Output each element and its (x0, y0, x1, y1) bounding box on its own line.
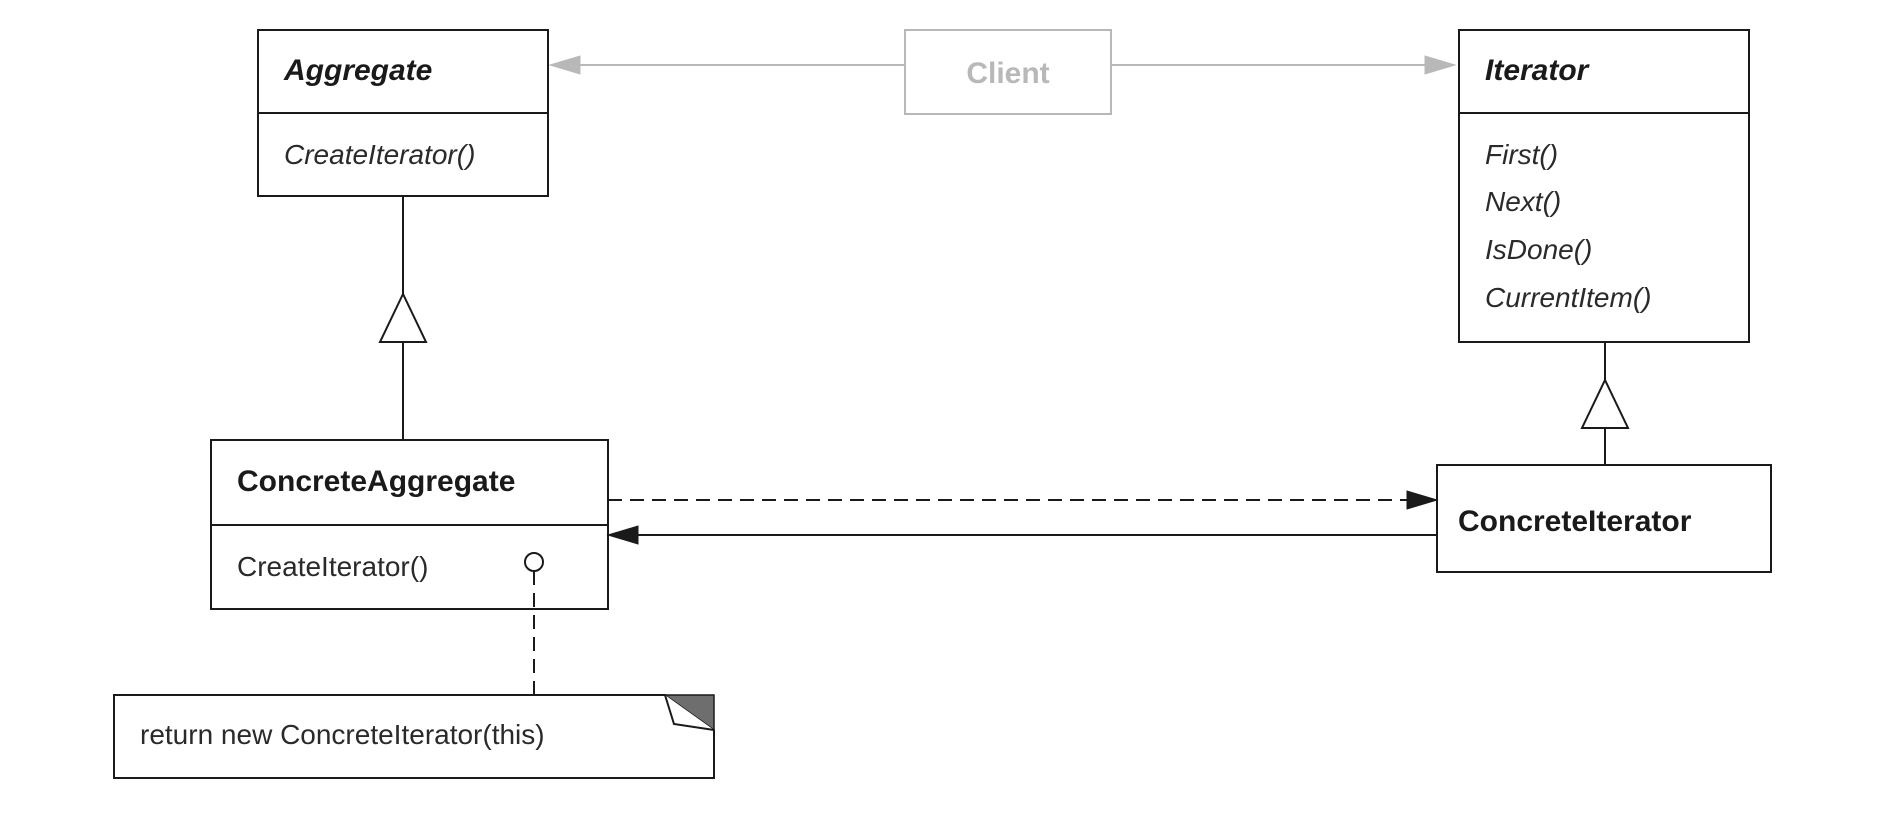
iterator-op-current-item: CurrentItem() (1485, 282, 1651, 313)
iterator-inheritance-triangle (1580, 377, 1630, 429)
iterator-class-name: Iterator (1485, 54, 1591, 87)
inheritance-concrete-iterator-to-iterator (1580, 342, 1630, 465)
aggregate-op-create-iterator: CreateIterator() (284, 139, 475, 170)
note-anchor-circle (524, 552, 544, 572)
concrete-aggregate-op-create-iterator: CreateIterator() (237, 551, 428, 582)
inheritance-concrete-aggregate-to-aggregate (378, 196, 428, 440)
aggregate-class-name: Aggregate (283, 54, 432, 87)
client-associations (548, 55, 1457, 75)
concrete-iterator-rect (1436, 464, 1772, 573)
client-to-iterator-arrowhead (1424, 55, 1457, 75)
note-fold-crease (664, 694, 715, 731)
dependency-arrowhead (1406, 490, 1439, 510)
aggregate-inheritance-triangle (378, 291, 428, 343)
class-concrete-iterator[interactable]: ConcreteIterator (1436, 464, 1772, 573)
iterator-rect (1458, 29, 1750, 343)
note-text: return new ConcreteIterator(this) (140, 719, 545, 750)
iterator-op-first: First() (1485, 139, 1558, 170)
class-aggregate[interactable]: Aggregate CreateIterator() (257, 29, 549, 197)
class-iterator[interactable]: Iterator First() Next() IsDone() Current… (1458, 29, 1750, 343)
note-outline (113, 694, 715, 779)
iterator-op-next: Next() (1485, 186, 1561, 217)
iterator-op-is-done: IsDone() (1485, 234, 1592, 265)
implementation-note[interactable]: return new ConcreteIterator(this) (113, 694, 715, 779)
concrete-aggregate-class-name: ConcreteAggregate (237, 465, 515, 498)
client-rect (904, 29, 1112, 115)
class-concrete-aggregate[interactable]: ConcreteAggregate CreateIterator() (210, 439, 609, 610)
association-arrowhead (606, 525, 639, 545)
client-label: Client (966, 57, 1049, 90)
client-box[interactable]: Client (904, 29, 1112, 115)
dependency-concrete-aggregate-to-concrete-iterator (608, 490, 1439, 510)
association-concrete-iterator-to-concrete-aggregate (606, 525, 1437, 545)
client-to-aggregate-arrowhead (548, 55, 581, 75)
concrete-iterator-class-name: ConcreteIterator (1458, 505, 1692, 538)
